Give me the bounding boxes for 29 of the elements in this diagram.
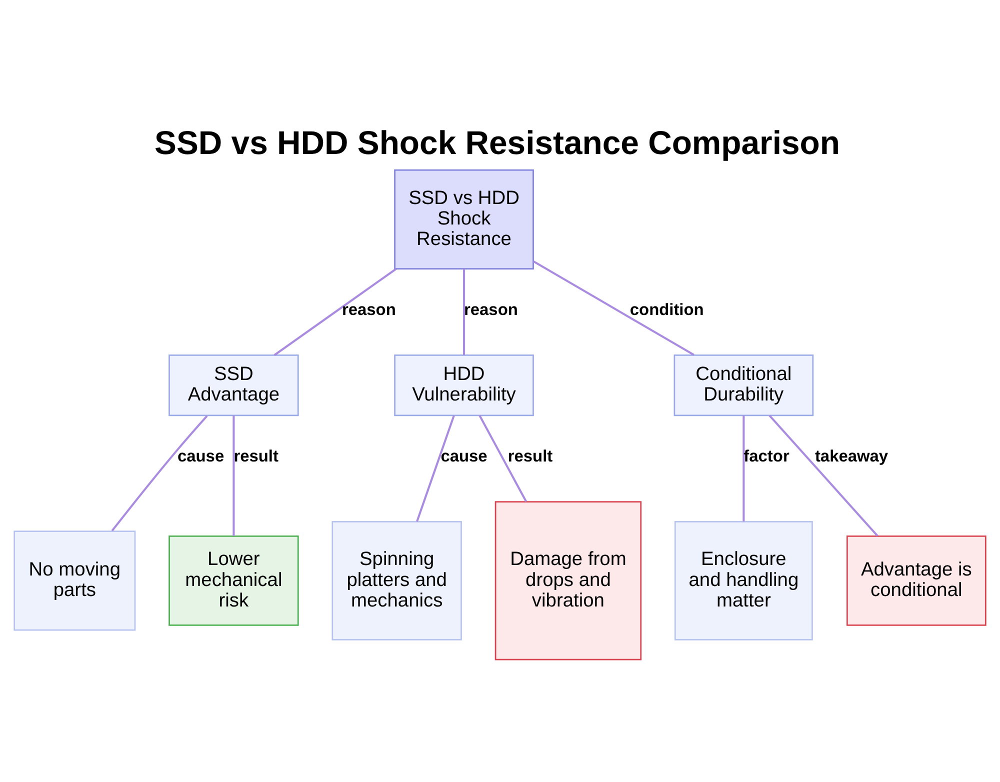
node-box: Advantage is conditional <box>846 534 986 626</box>
connector <box>232 415 235 536</box>
node-box: Lower mechanical risk <box>168 534 299 626</box>
node-box: HDD Vulnerability <box>394 354 534 416</box>
node-box: Spinning platters and mechanics <box>332 520 462 640</box>
edge-label: cause <box>440 447 488 466</box>
edge-label: condition <box>630 300 704 318</box>
connector <box>478 414 528 502</box>
node-box: SSD Advantage <box>168 354 299 416</box>
connector <box>768 414 878 536</box>
edge-label: reason <box>464 300 518 318</box>
node-box: Conditional Durability <box>674 354 814 416</box>
edge-label: takeaway <box>814 447 888 466</box>
connector <box>462 268 466 355</box>
edge-label: result <box>508 447 553 466</box>
edge-label: reason <box>342 300 396 318</box>
edge-label: cause <box>177 447 224 466</box>
node-box: Enclosure and handling matter <box>674 520 813 640</box>
diagram-title: SSD vs HDD Shock Resistance Comparison <box>154 123 840 160</box>
node-box: SSD vs HDD Shock Resistance <box>394 168 534 269</box>
connector <box>742 415 745 522</box>
connector <box>532 260 694 356</box>
node-box: Damage from drops and vibration <box>494 500 642 660</box>
connector <box>416 414 455 522</box>
edge-label: factor <box>744 447 790 466</box>
connector <box>274 268 397 356</box>
edge-label: result <box>234 447 278 466</box>
connector <box>111 414 208 531</box>
node-box: No moving parts <box>14 530 136 630</box>
